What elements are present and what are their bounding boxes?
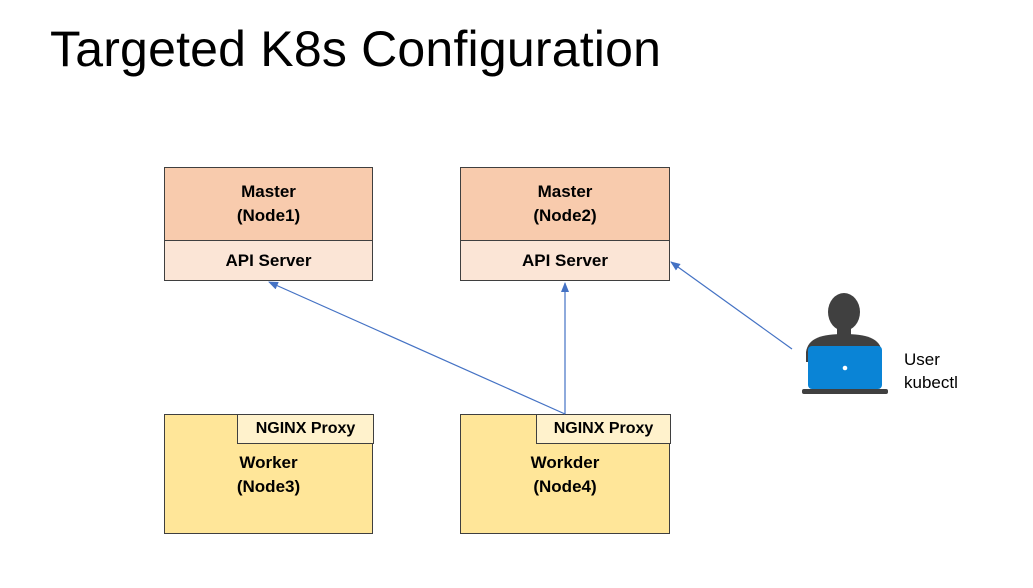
worker-node3-role: Worker [239,453,298,472]
worker-node3-name: (Node3) [236,477,301,496]
worker-node4-label: Workder (Node4) [461,451,669,499]
user-label-line2: kubectl [904,373,958,392]
worker-node3-box: NGINX Proxy Worker (Node3) [164,414,374,534]
master-node1-box: Master (Node1) [164,167,373,241]
api-server-node1: API Server [164,240,373,281]
nginx-proxy-node4-label: NGINX Proxy [553,420,654,437]
user-laptop-icon [802,293,888,394]
master-node1-name: (Node1) [236,206,301,225]
api-server-node2: API Server [460,240,670,281]
arrow-proxy4-to-api1 [268,281,566,415]
master-node2-role: Master [537,182,593,201]
api-server-node2-label: API Server [522,250,608,270]
worker-node4-box: NGINX Proxy Workder (Node4) [460,414,671,534]
master-node2-box: Master (Node2) [460,167,670,241]
master-node1-role: Master [241,182,296,201]
worker-node4-role: Workder [530,453,600,472]
user-label-line1: User [904,350,940,369]
slide-title: Targeted K8s Configuration [50,21,662,77]
user-label: User kubectl [904,348,958,394]
master-node2-name: (Node2) [533,206,597,225]
worker-node4-name: (Node4) [533,477,597,496]
nginx-proxy-node3: NGINX Proxy [237,414,374,444]
nginx-proxy-node3-label: NGINX Proxy [255,420,356,437]
arrow-user-to-api2 [670,261,793,350]
api-server-node1-label: API Server [225,250,312,270]
nginx-proxy-node4: NGINX Proxy [536,414,671,444]
worker-node3-label: Worker (Node3) [165,451,372,499]
